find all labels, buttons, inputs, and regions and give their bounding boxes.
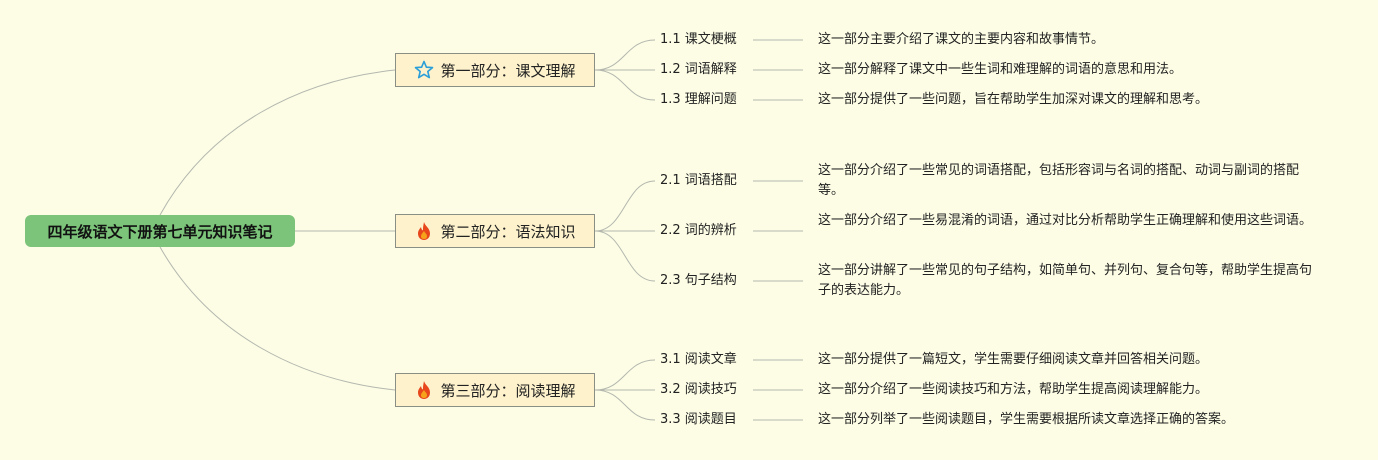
connector-s3-c3 — [594, 389, 656, 421]
description-2-3[interactable]: 这一部分讲解了一些常见的句子结构，如简单句、并列句、复合句等，帮助学生提高句子的… — [818, 263, 1313, 298]
section-topic-1[interactable]: 第一部分：课文理解 — [395, 53, 595, 87]
root-topic[interactable]: 四年级语文下册第七单元知识笔记 — [25, 215, 295, 247]
fire-icon — [414, 380, 434, 400]
description-3-2[interactable]: 这一部分介绍了一些阅读技巧和方法，帮助学生提高阅读理解能力。 — [818, 382, 1209, 397]
section-topic-3[interactable]: 第三部分：阅读理解 — [395, 373, 595, 407]
root-title: 四年级语文下册第七单元知识笔记 — [47, 222, 273, 241]
subtopic-1-2[interactable]: 1.2 词语解释 — [660, 62, 737, 77]
section-topic-2[interactable]: 第二部分：语法知识 — [395, 214, 595, 248]
subtopic-3-2[interactable]: 3.2 阅读技巧 — [660, 382, 737, 397]
section-title: 第一部分：课文理解 — [440, 61, 576, 80]
connector-s3-c1 — [594, 359, 656, 391]
description-1-3[interactable]: 这一部分提供了一些问题，旨在帮助学生加深对课文的理解和思考。 — [818, 92, 1209, 107]
description-3-3[interactable]: 这一部分列举了一些阅读题目，学生需要根据所读文章选择正确的答案。 — [818, 412, 1235, 427]
connector-s1-c3 — [594, 69, 656, 101]
description-2-2[interactable]: 这一部分介绍了一些易混淆的词语，通过对比分析帮助学生正确理解和使用这些词语。 — [818, 213, 1313, 228]
description-3-1[interactable]: 这一部分提供了一篇短文，学生需要仔细阅读文章并回答相关问题。 — [818, 352, 1209, 367]
section-title: 第二部分：语法知识 — [440, 222, 576, 241]
star-icon — [414, 60, 434, 80]
connector-s2-c1 — [594, 180, 656, 232]
section-title: 第三部分：阅读理解 — [440, 381, 576, 400]
connector-root-section-3 — [159, 246, 396, 391]
subtopic-2-3[interactable]: 2.3 句子结构 — [660, 273, 737, 288]
subtopic-3-1[interactable]: 3.1 阅读文章 — [660, 352, 737, 367]
subtopic-1-1[interactable]: 1.1 课文梗概 — [660, 32, 737, 47]
subtopic-1-3[interactable]: 1.3 理解问题 — [660, 92, 737, 107]
connector-root-section-1 — [159, 69, 396, 216]
description-1-2[interactable]: 这一部分解释了课文中一些生词和难理解的词语的意思和用法。 — [818, 62, 1183, 77]
connector-s2-c3 — [594, 230, 656, 282]
description-2-1[interactable]: 这一部分介绍了一些常见的词语搭配，包括形容词与名词的搭配、动词与副词的搭配等。 — [818, 163, 1300, 198]
connector-s1-c1 — [594, 39, 656, 71]
description-1-1[interactable]: 这一部分主要介绍了课文的主要内容和故事情节。 — [818, 32, 1105, 47]
fire-icon — [414, 221, 434, 241]
subtopic-3-3[interactable]: 3.3 阅读题目 — [660, 412, 737, 427]
subtopic-2-2[interactable]: 2.2 词的辨析 — [660, 223, 737, 238]
subtopic-2-1[interactable]: 2.1 词语搭配 — [660, 173, 737, 188]
